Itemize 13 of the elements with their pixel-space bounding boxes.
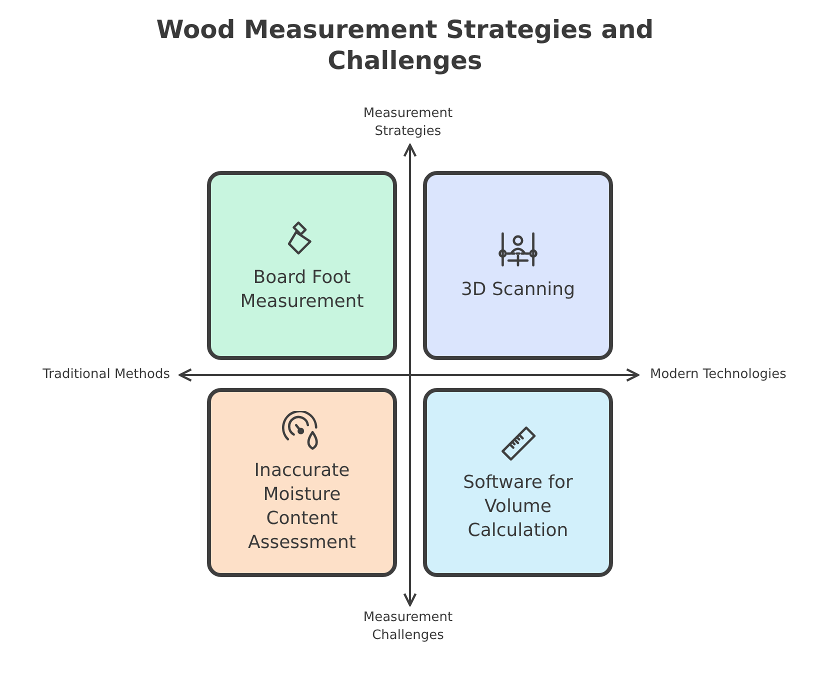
quadrant-box: [423, 388, 613, 577]
quadrant-label: Board Foot Measurement: [239, 266, 365, 314]
axis-label: Measurement Strategies: [362, 105, 454, 141]
quadrant-label: Inaccurate Moisture Content Assessment: [247, 458, 357, 554]
quadrant-label: 3D Scanning: [460, 278, 576, 302]
quadrant-label: Software for Volume Calculation: [462, 470, 574, 542]
axis-label: Measurement Challenges: [362, 609, 454, 645]
quadrant-box: [423, 171, 613, 360]
diagram-title: Wood Measurement Strategies and Challenges: [155, 14, 655, 76]
axis-label: Traditional Methods: [42, 366, 170, 384]
axis-label: Modern Technologies: [650, 366, 788, 384]
quadrant-box: [207, 388, 397, 577]
quadrant-box: [207, 171, 397, 360]
